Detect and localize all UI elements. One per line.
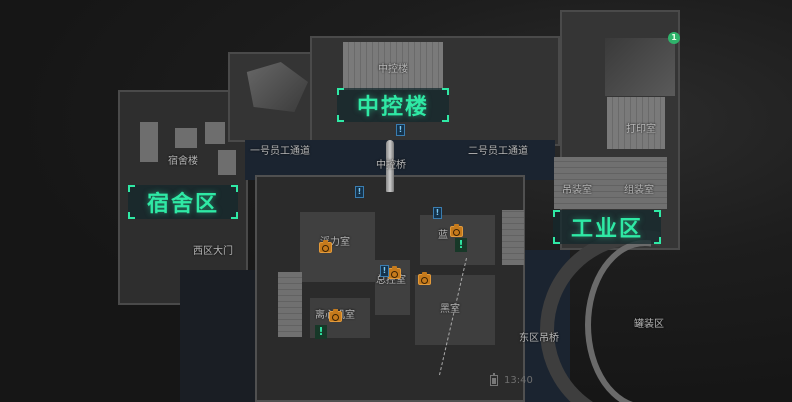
room-label-central-bridge: 中控桥	[376, 160, 406, 171]
room-label-corridor-2: 二号员工通道	[468, 146, 528, 157]
dorm-roof-2	[175, 128, 197, 148]
info-icon[interactable]: !	[396, 124, 405, 136]
print-room-roof	[607, 97, 665, 149]
zone-label-industrial[interactable]: 工业区	[553, 210, 661, 244]
assembly-room-roof	[609, 157, 667, 209]
safe-icon[interactable]	[418, 272, 431, 285]
quest-icon[interactable]: !	[315, 325, 327, 339]
zone-label-industrial-text: 工业区	[570, 217, 643, 242]
safe-icon[interactable]	[388, 266, 401, 279]
zone-label-dorm[interactable]: 宿舍区	[128, 185, 238, 219]
player-marker-icon[interactable]: 1	[668, 32, 680, 44]
building-black	[415, 275, 495, 345]
battery-icon	[490, 373, 498, 386]
building-east-strip	[502, 210, 524, 265]
room-label-blue-room: 蓝	[438, 230, 448, 241]
east-hill	[605, 38, 675, 96]
info-icon[interactable]: !	[355, 186, 364, 198]
zone-label-central[interactable]: 中控楼	[337, 88, 449, 122]
safe-icon[interactable]	[450, 224, 463, 237]
room-label-west-gate: 西区大门	[193, 246, 233, 257]
info-icon[interactable]: !	[433, 207, 442, 219]
quest-icon[interactable]: !	[455, 238, 467, 252]
central-bridge-spire	[386, 140, 394, 192]
building-west-strip	[278, 272, 302, 337]
room-label-center-room: 总控室	[376, 275, 406, 286]
zone-label-central-text: 中控楼	[356, 95, 429, 120]
room-label-east-bridge: 东区吊桥	[519, 333, 559, 344]
info-icon[interactable]: !	[380, 265, 389, 277]
room-label-assembly-room: 组装室	[624, 185, 654, 196]
dorm-roof-4	[218, 150, 236, 175]
room-label-print-room: 打印室	[626, 124, 656, 135]
time-display: 13:40	[504, 375, 533, 386]
room-label-buoyancy-room: 浮力室	[320, 237, 350, 248]
room-label-corridor-1: 一号员工通道	[250, 146, 310, 157]
dorm-roof-1	[140, 122, 158, 162]
room-label-hoist-room: 吊装室	[562, 185, 592, 196]
water-channel	[245, 140, 555, 180]
room-label-tank-area: 罐装区	[634, 319, 664, 330]
room-label-black-room: 黑室	[440, 304, 460, 315]
room-label-dorm-building: 宿舍楼	[168, 156, 198, 167]
zone-label-dorm-text: 宿舍区	[146, 192, 219, 217]
safe-icon[interactable]	[319, 240, 332, 253]
central-building-roof	[343, 42, 443, 90]
water-south	[180, 270, 260, 402]
dorm-roof-3	[205, 122, 225, 144]
hoist-room-roof	[554, 157, 609, 209]
room-label-central-building: 中控楼	[378, 64, 408, 75]
building-buoyancy	[300, 212, 375, 282]
safe-icon[interactable]	[329, 309, 342, 322]
status-bar: 13:40	[490, 373, 533, 386]
